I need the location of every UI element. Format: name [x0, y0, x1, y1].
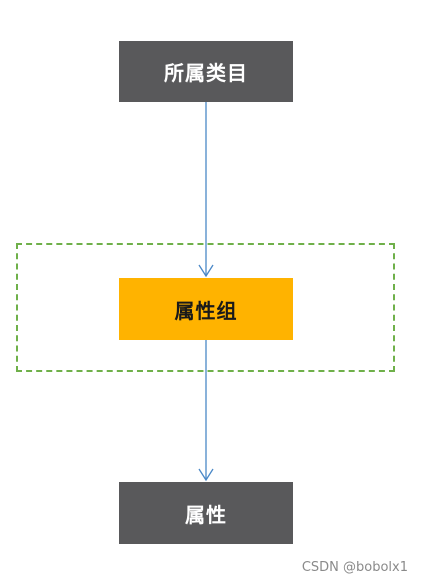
- category-node: 所属类目: [119, 41, 293, 102]
- attribute-node: 属性: [119, 482, 293, 544]
- arrow-category-to-group: [198, 102, 214, 278]
- arrow-group-to-attribute: [198, 340, 214, 482]
- watermark-text: CSDN @bobolx1: [301, 560, 408, 575]
- attribute-group-node: 属性组: [119, 278, 293, 340]
- category-node-label: 所属类目: [164, 61, 248, 85]
- attribute-group-node-label: 属性组: [174, 298, 238, 323]
- attribute-node-label: 属性: [185, 502, 227, 527]
